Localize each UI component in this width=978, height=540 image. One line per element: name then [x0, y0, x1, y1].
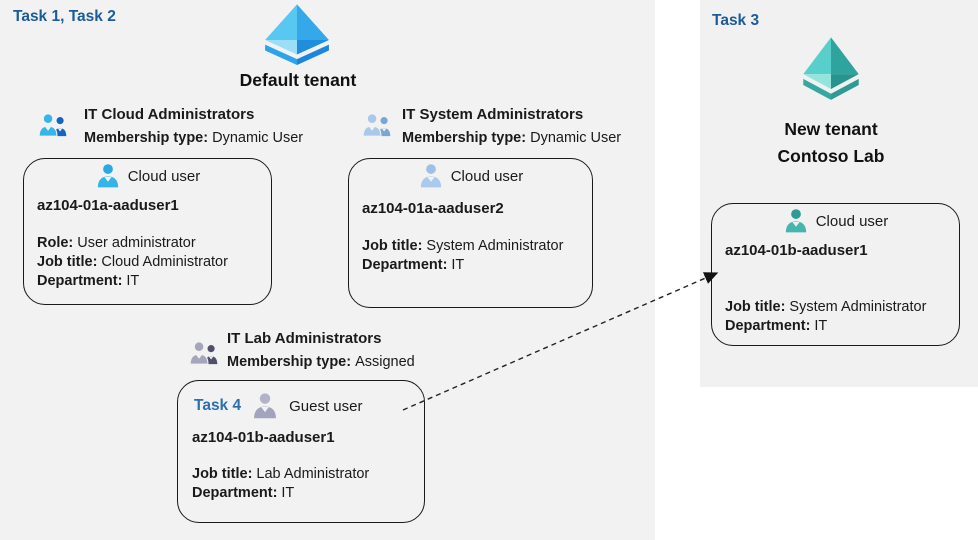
- task-4-label: Task 4: [194, 397, 242, 414]
- attribute-value: IT: [126, 273, 140, 289]
- group-icon: [189, 339, 220, 366]
- attribute-value: Cloud Administrator: [101, 254, 228, 270]
- user-name: az104-01b-aaduser1: [192, 429, 335, 446]
- group-name: IT Lab Administrators: [227, 330, 382, 347]
- user-icon: [785, 209, 806, 233]
- user-attribute: Job title:System Administrator: [725, 299, 926, 315]
- attribute-label: Department:: [362, 257, 448, 273]
- new-tenant-title-line2: Contoso Lab: [777, 146, 885, 166]
- user-attribute: Department:IT: [362, 257, 464, 273]
- membership-label: Membership type:: [402, 130, 527, 146]
- user-type-label: Cloud user: [450, 167, 524, 185]
- cloud-user-box-1: [23, 158, 272, 305]
- group-name: IT System Administrators: [402, 106, 584, 123]
- user-name: az104-01a-aaduser2: [362, 200, 504, 217]
- group-membership: Membership type:Assigned: [227, 354, 415, 370]
- task-3-label: Task 3: [712, 12, 760, 29]
- attribute-value: Lab Administrator: [256, 466, 370, 482]
- user-attribute: Department:IT: [725, 318, 827, 334]
- user-name: az104-01b-aaduser1: [725, 242, 868, 259]
- attribute-value: System Administrator: [789, 299, 927, 315]
- user-type-label: Cloud user: [127, 167, 201, 185]
- attribute-value: System Administrator: [426, 238, 564, 254]
- attribute-label: Job title:: [725, 299, 786, 315]
- task-1-2-label: Task 1, Task 2: [13, 8, 116, 25]
- attribute-label: Department:: [192, 485, 278, 501]
- user-attribute: Job title:Cloud Administrator: [37, 254, 228, 270]
- membership-label: Membership type:: [227, 354, 352, 370]
- user-attribute: Job title:System Administrator: [362, 238, 563, 254]
- user-type-header: Cloud user: [711, 208, 960, 234]
- group-membership: Membership type:Dynamic User: [84, 130, 303, 146]
- user-type-header: Cloud user: [23, 163, 272, 189]
- attribute-label: Department:: [725, 318, 811, 334]
- attribute-label: Job title:: [37, 254, 98, 270]
- user-attribute: Job title:Lab Administrator: [192, 466, 369, 482]
- attribute-value: IT: [814, 318, 828, 334]
- user-icon: [97, 164, 118, 188]
- membership-value: Assigned: [355, 354, 415, 370]
- azure-ad-tenant-icon: [259, 3, 335, 69]
- default-tenant-title: Default tenant: [239, 70, 357, 90]
- user-type-label: Cloud user: [815, 212, 889, 230]
- attribute-value: User administrator: [77, 235, 196, 251]
- membership-label: Membership type:: [84, 130, 209, 146]
- new-tenant-title-line1: New tenant: [784, 119, 878, 139]
- group-name: IT Cloud Administrators: [84, 106, 255, 123]
- membership-value: Dynamic User: [212, 130, 304, 146]
- user-icon: [420, 164, 441, 188]
- attribute-label: Role:: [37, 235, 74, 251]
- guest-user-header: Task 4 Guest user: [194, 392, 362, 420]
- attribute-label: Job title:: [362, 238, 423, 254]
- group-membership: Membership type:Dynamic User: [402, 130, 621, 146]
- user-icon: [254, 393, 277, 419]
- membership-value: Dynamic User: [530, 130, 622, 146]
- group-icon: [38, 111, 69, 138]
- default-tenant-panel: [0, 0, 655, 540]
- attribute-value: IT: [451, 257, 465, 273]
- guest-user-box: [177, 380, 425, 523]
- user-type-header: Cloud user: [348, 163, 593, 189]
- attribute-label: Job title:: [192, 466, 253, 482]
- attribute-label: Department:: [37, 273, 123, 289]
- attribute-value: IT: [281, 485, 295, 501]
- azure-ad-tenant-icon: [798, 36, 864, 104]
- group-icon: [362, 111, 393, 138]
- user-type-label: Guest user: [289, 397, 363, 415]
- user-attribute: Department:IT: [192, 485, 294, 501]
- user-attribute: Department:IT: [37, 273, 139, 289]
- user-name: az104-01a-aaduser1: [37, 197, 179, 214]
- user-attribute: Role:User administrator: [37, 235, 196, 251]
